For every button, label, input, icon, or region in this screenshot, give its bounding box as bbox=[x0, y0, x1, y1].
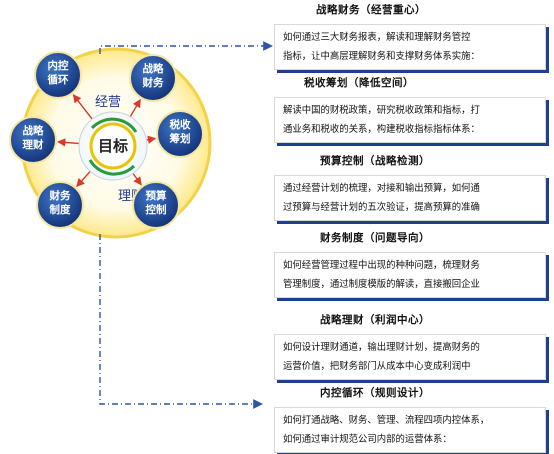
petal-1: 税收筹划 bbox=[156, 110, 204, 158]
petal-circle-3 bbox=[36, 181, 84, 229]
section-box-5: 如何打通战略、财务、管理、流程四项内控体系， 如何通过审计规范公司内部的运营体系： bbox=[274, 407, 546, 453]
section-line-5-0: 如何打通战略、财务、管理、流程四项内控体系， bbox=[283, 415, 490, 426]
petal-label-3-0: 财务 bbox=[49, 189, 71, 202]
petal-circle-5 bbox=[34, 51, 82, 99]
petal-3: 财务制度 bbox=[36, 181, 84, 229]
section-line-1-1: 通业务和税收的关系，构建税收指标指标体系： bbox=[283, 124, 480, 135]
petal-0: 战略财务 bbox=[129, 54, 177, 102]
petal-label-4-0: 战略 bbox=[23, 124, 44, 137]
petal-label-2-1: 控制 bbox=[146, 203, 167, 216]
petal-label-1-0: 税收 bbox=[170, 118, 191, 131]
petal-label-5-0: 内控 bbox=[48, 59, 69, 72]
petal-label-0-0: 战略 bbox=[143, 62, 164, 75]
section-title-3: 财务制度（问题导向） bbox=[320, 232, 430, 244]
hub-upper-label: 经营 bbox=[95, 95, 121, 110]
section-title-2: 预算控制（战略检测） bbox=[320, 155, 430, 167]
section-box-2: 通过经营计划的梳理，对接和输出预算，如何通过预算与经营计划的五次验证，提高预算的… bbox=[274, 175, 546, 221]
petal-circle-2 bbox=[132, 181, 180, 229]
center-hub: 目标 bbox=[78, 111, 148, 181]
petal-4: 战略理财 bbox=[9, 116, 57, 164]
section-line-4-1: 运营价值，把财务部门从成本中心变成利润中 bbox=[283, 361, 471, 372]
section-line-0-0: 如何通过三大财务报表，解读和理解财务管控 bbox=[283, 32, 471, 43]
section-box-0: 如何通过三大财务报表，解读和理解财务管控指标，让中高层理解财务和支撑财务体系实施… bbox=[274, 24, 546, 70]
petal-label-3-1: 制度 bbox=[50, 203, 71, 216]
petal-2: 预算控制 bbox=[132, 181, 180, 229]
section-line-4-0: 如何设计理财通道，输出理财计划，提高财务的 bbox=[283, 342, 480, 353]
petal-label-2-0: 预算 bbox=[146, 189, 167, 202]
section-box-4: 如何设计理财通道，输出理财计划，提高财务的运营价值，把财务部门从成本中心变成利润… bbox=[274, 334, 546, 380]
section-line-5-1: 如何通过审计规范公司内部的运营体系： bbox=[283, 434, 452, 445]
section-box-3: 如何经营管理过程中出现的种种问题，梳理财务管理制度，通过制度模版的解读，直接搬回… bbox=[274, 252, 546, 298]
petal-circle-4 bbox=[9, 116, 57, 164]
section-line-0-1: 指标，让中高层理解财务和支撑财务体系实施： bbox=[283, 51, 480, 62]
section-line-3-0: 如何经营管理过程中出现的种种问题，梳理财务 bbox=[283, 260, 480, 271]
section-line-2-1: 过预算与经营计划的五次验证，提高预算的准确 bbox=[283, 202, 480, 213]
hub-center-label: 目标 bbox=[98, 137, 128, 155]
petal-label-1-1: 筹划 bbox=[170, 132, 191, 145]
section-title-0: 战略财务（经营重心） bbox=[316, 4, 426, 16]
connector-bottom bbox=[99, 234, 263, 409]
section-title-5: 内控循环（规则设计） bbox=[320, 387, 430, 399]
petal-circle-0 bbox=[129, 54, 177, 102]
section-title-1: 税收筹划（降低空间） bbox=[304, 77, 414, 89]
petal-5: 内控循环 bbox=[34, 51, 82, 99]
section-line-3-1: 管理制度，通过制度模版的解读，直接搬回企业 bbox=[283, 279, 480, 290]
petal-circle-1 bbox=[156, 110, 204, 158]
petal-label-4-1: 理财 bbox=[23, 138, 44, 151]
section-box-1: 解读中国的财税政策，研究税收政策和指标，打通业务和税收的关系，构建税收指标指标体… bbox=[274, 97, 546, 143]
section-line-1-0: 解读中国的财税政策，研究税收政策和指标，打 bbox=[283, 105, 480, 116]
petal-label-0-1: 财务 bbox=[142, 76, 164, 89]
connector-top bbox=[99, 41, 273, 54]
section-line-2-0: 通过经营计划的梳理，对接和输出预算，如何通 bbox=[283, 183, 480, 194]
section-title-4: 战略理财（利润中心） bbox=[320, 314, 430, 326]
petal-label-5-1: 循环 bbox=[48, 73, 69, 86]
